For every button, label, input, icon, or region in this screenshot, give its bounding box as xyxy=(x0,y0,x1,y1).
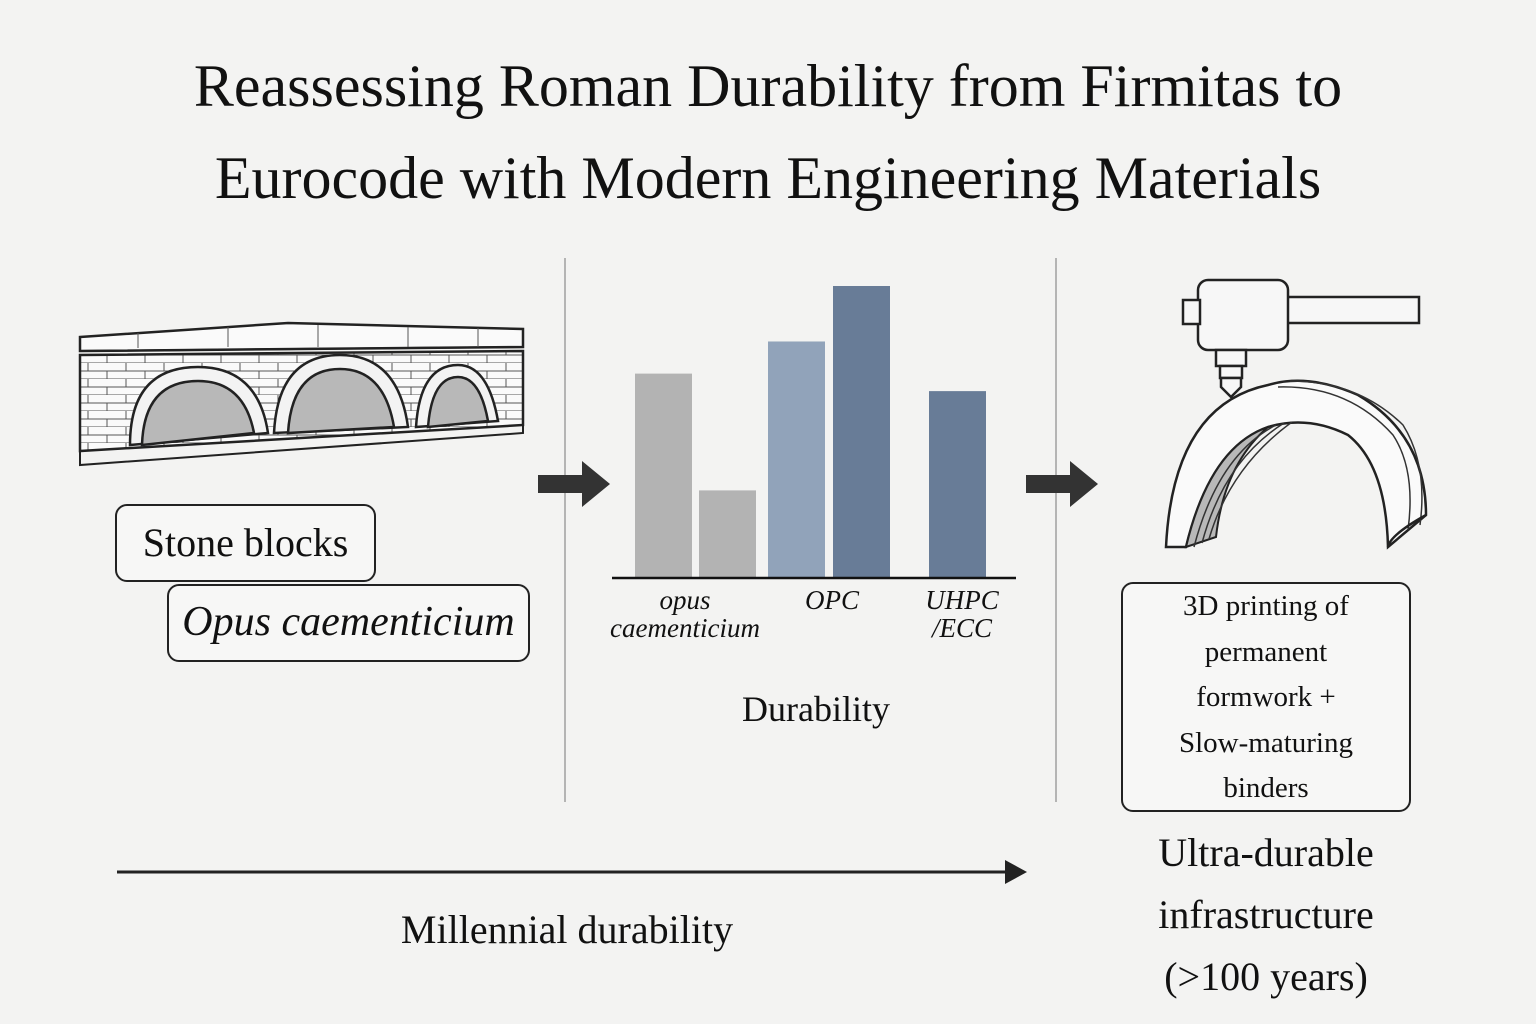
durability-bar-chart xyxy=(612,286,1016,580)
diagram-title: Reassessing Roman Durability from Firmit… xyxy=(0,40,1536,224)
timeline-arrow xyxy=(117,860,1027,884)
title-line-2: Eurocode with Modern Engineering Materia… xyxy=(214,145,1322,211)
group-label-uhpc-line2: /ECC xyxy=(931,613,992,643)
timeline-label-text: Millennial durability xyxy=(400,907,734,952)
group-label-opc-line1: OPC xyxy=(805,585,859,615)
group-label-uhpc-line1: UHPC xyxy=(925,585,999,615)
arrow-right-icon xyxy=(538,461,610,507)
chart-bar-4 xyxy=(833,286,890,578)
chart-bar-3 xyxy=(768,341,825,578)
box-line-3: formwork + xyxy=(1196,681,1336,713)
group-label-opus-line2: caementicium xyxy=(610,613,760,643)
chart-bar-1 xyxy=(635,373,692,578)
box-line-1: 3D printing of xyxy=(1183,590,1349,622)
caption-line-1: Ultra-durable xyxy=(1158,830,1374,875)
printing-methods-box: 3D printing of permanent formwork + Slow… xyxy=(1121,582,1411,812)
box-line-2: permanent xyxy=(1204,635,1328,668)
chart-bar-5 xyxy=(929,391,986,578)
ultra-durable-caption: Ultra-durable infrastructure (>100 years… xyxy=(1110,822,1422,1008)
group-label-opus-line1: opus xyxy=(659,585,711,615)
caption-line-3: (>100 years) xyxy=(1164,954,1368,999)
panel-divider-right xyxy=(1055,258,1057,802)
group-label-uhpc: UHPC /ECC xyxy=(912,586,1012,642)
title-line-1: Reassessing Roman Durability from Firmit… xyxy=(193,53,1343,119)
chart-bar-2 xyxy=(699,490,756,578)
box-line-5: binders xyxy=(1223,772,1309,804)
group-label-opus: opus caementicium xyxy=(590,586,780,642)
opus-caementicium-label: Opus caementicium xyxy=(167,584,530,662)
panel-divider-left xyxy=(564,258,566,802)
opus-caementicium-text: Opus caementicium xyxy=(182,599,515,645)
group-label-opc: OPC xyxy=(780,586,884,614)
arrow-right-icon xyxy=(1026,461,1098,507)
stone-blocks-text: Stone blocks xyxy=(142,520,349,565)
stone-blocks-label: Stone blocks xyxy=(115,504,376,582)
3d-printer-arch-illustration xyxy=(1164,278,1428,550)
box-line-4: Slow-maturing xyxy=(1179,726,1353,759)
timeline-label: Millennial durability xyxy=(360,906,774,953)
roman-bridge-illustration xyxy=(78,321,525,467)
caption-line-2: infrastructure xyxy=(1158,892,1374,937)
chart-xlabel-text: Durability xyxy=(742,689,890,729)
chart-xlabel: Durability xyxy=(700,688,932,730)
